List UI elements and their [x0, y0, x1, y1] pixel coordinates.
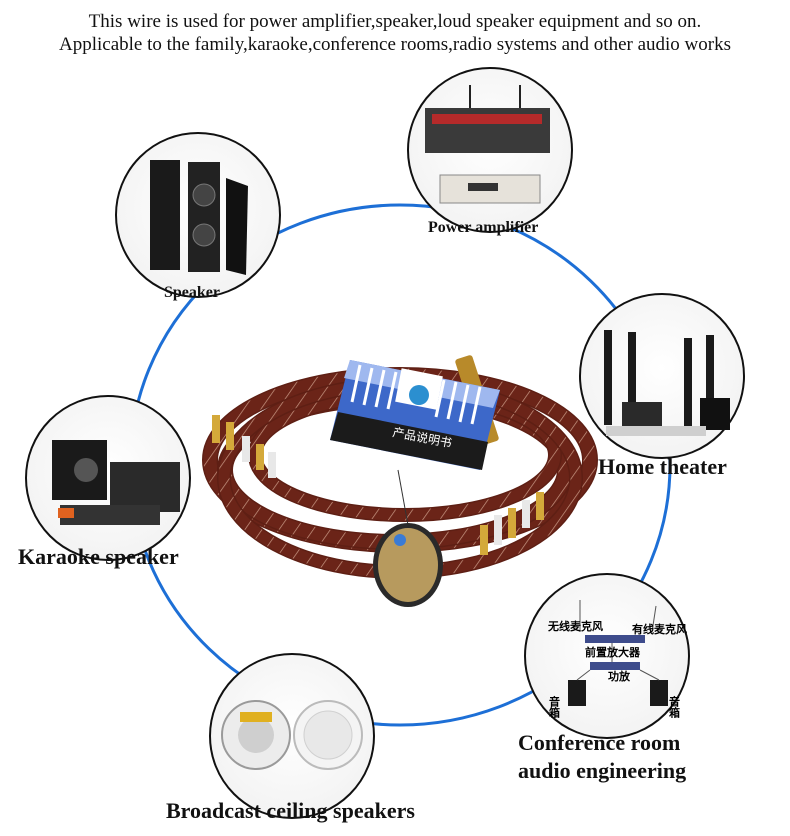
header: This wire is used for power amplifier,sp… — [0, 10, 790, 56]
label-speaker-left: 音箱 — [548, 695, 561, 719]
node-power-amplifier — [407, 67, 573, 233]
label-broadcast-ceiling: Broadcast ceiling speakers — [166, 798, 415, 823]
hang-tag — [373, 469, 443, 607]
banana-plugs-left — [212, 415, 276, 478]
label-wireless-mic: 无线麦克风 — [547, 619, 603, 633]
label-wired-mic: 有线麦克风 — [632, 622, 687, 636]
node-karaoke-speaker — [25, 395, 191, 561]
label-speaker-right: 音箱 — [668, 695, 681, 719]
label-karaoke-speaker: Karaoke speaker — [18, 544, 179, 569]
label-preamp: 前置放大器 — [585, 645, 641, 659]
product-manual-box: 产品说明书 — [330, 360, 500, 470]
label-speaker: Speaker — [164, 284, 220, 301]
node-speaker — [115, 132, 281, 298]
label-home-theater: Home theater — [598, 454, 727, 479]
node-broadcast-ceiling — [209, 653, 375, 819]
label-power-amplifier: Power amplifier — [428, 219, 539, 236]
label-conference-line-1: Conference room — [518, 730, 681, 755]
banana-plugs-right — [480, 492, 544, 555]
label-amp: 功放 — [608, 669, 631, 683]
header-line-1: This wire is used for power amplifier,sp… — [88, 11, 702, 32]
header-line-2: Applicable to the family,karaoke,confere… — [59, 34, 731, 55]
node-home-theater — [579, 293, 745, 459]
label-conference-line-2: audio engineering — [518, 758, 687, 783]
node-conference-room: 无线麦克风 有线麦克风 前置放大器 功放 音箱 音箱 — [524, 573, 690, 739]
